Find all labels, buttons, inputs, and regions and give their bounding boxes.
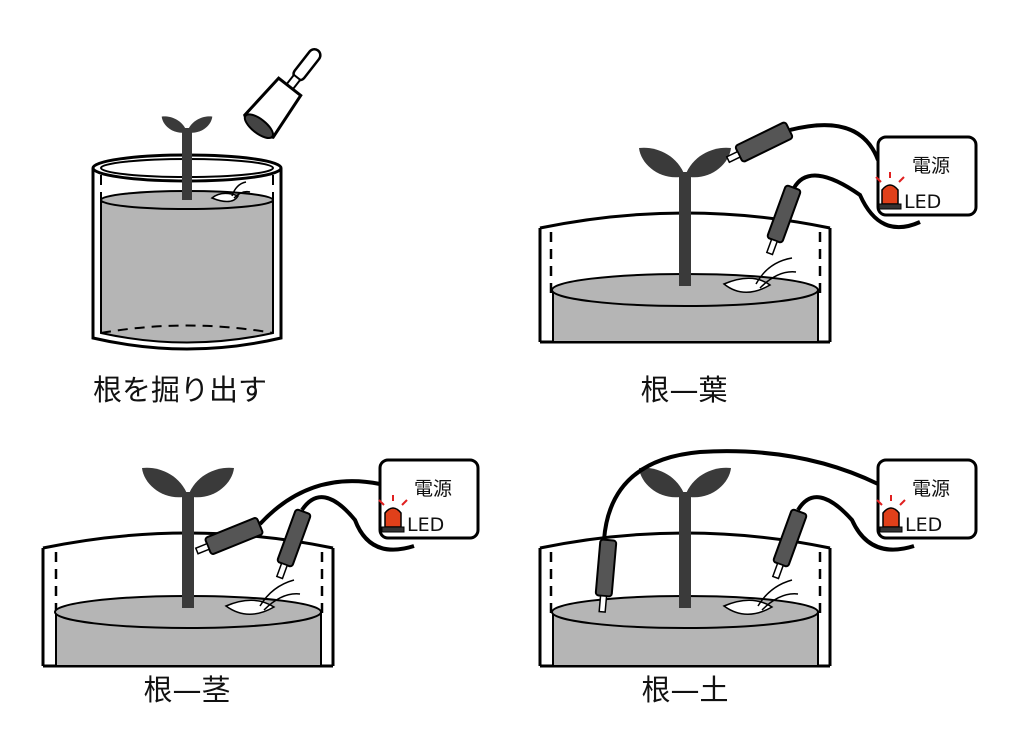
panel-root-leaf: 電源 LED 根—葉 [538, 121, 978, 407]
panel-dig-out: 根を掘り出す [91, 48, 322, 407]
power-box-icon: 電源 LED [378, 458, 480, 540]
caption-root-soil: 根—土 [641, 673, 728, 707]
led-label: LED [905, 514, 942, 536]
probe-icon [725, 121, 794, 164]
led-label: LED [904, 191, 941, 213]
probe-icon [771, 508, 808, 580]
led-label: LED [407, 514, 444, 536]
plant-icon [161, 116, 213, 200]
scoop-icon [243, 48, 322, 140]
plant-icon [639, 467, 731, 608]
panel-root-soil: 電源 LED 根—土 [538, 449, 978, 707]
plant-icon [142, 467, 234, 608]
power-label: 電源 [414, 478, 452, 500]
panel-root-stem: 電源 LED 根—茎 [41, 458, 480, 707]
probe-icon [194, 517, 264, 555]
caption-dig-out: 根を掘り出す [93, 373, 267, 407]
power-label: 電源 [912, 155, 950, 177]
probe-icon [275, 508, 312, 580]
caption-root-stem: 根—茎 [143, 673, 230, 707]
probe-icon [594, 538, 618, 613]
power-box-icon: 電源 LED [875, 135, 978, 217]
soil [100, 194, 274, 344]
power-label: 電源 [912, 478, 950, 500]
power-box-icon: 電源 LED [876, 458, 978, 540]
plant-icon [639, 147, 731, 286]
caption-root-leaf: 根—葉 [640, 373, 727, 407]
pot-body [91, 168, 283, 351]
